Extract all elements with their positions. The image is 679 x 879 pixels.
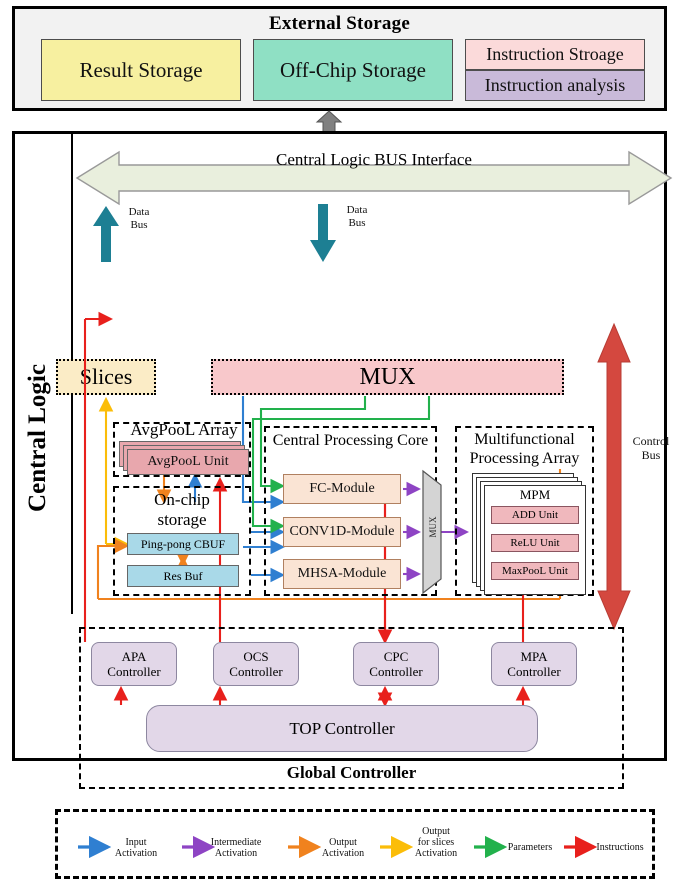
off-chip-storage-block[interactable]: Off-Chip Storage: [253, 39, 453, 101]
mpa-controller-role: Controller: [507, 664, 561, 679]
result-storage-block[interactable]: Result Storage: [41, 39, 241, 101]
maxpool-unit-block[interactable]: MaxPooL Unit: [491, 562, 579, 580]
external-storage-panel: External Storage Result Storage Off-Chip…: [12, 6, 667, 111]
mux-label: MUX: [359, 363, 416, 390]
external-to-central-link-icon: [315, 110, 343, 134]
add-unit-label: ADD Unit: [511, 509, 559, 521]
slices-label: Slices: [79, 364, 133, 389]
multifunctional-processing-array-group: Multifunctional Processing Array: [455, 426, 594, 596]
onchip-storage-title: On-chip storage: [115, 490, 249, 530]
maxpool-unit-label: MaxPooL Unit: [502, 565, 568, 577]
control-bus-label-group: Control Bus: [621, 434, 679, 462]
fc-module-label: FC-Module: [309, 481, 375, 496]
top-controller-label: TOP Controller: [289, 718, 395, 738]
diagram-root: External Storage Result Storage Off-Chip…: [12, 6, 673, 879]
data-bus-down-arrow-icon: [310, 204, 336, 262]
data-bus-right-label-1: Data: [346, 204, 368, 216]
avgpool-array-title: AvgPooL Array: [130, 420, 238, 439]
apa-controller-role: Controller: [107, 664, 161, 679]
instruction-storage-block[interactable]: Instruction Stroage: [465, 39, 645, 70]
onchip-storage-group: On-chip storage: [113, 486, 251, 596]
instruction-blocks-group: Instruction Stroage Instruction analysis: [465, 39, 645, 101]
central-logic-bus-interface[interactable]: [75, 150, 673, 206]
central-logic-panel: Central Logic Central Logic BUS Interfac…: [12, 131, 673, 879]
legend-intermediate-activation-line1: Intermediate: [210, 837, 262, 848]
legend-item-input-activation: Input Activation: [96, 837, 176, 859]
legend-input-activation-line1: Input: [125, 837, 147, 848]
legend-item-parameters: Parameters: [490, 842, 570, 853]
vertical-mux-label: MUX: [428, 516, 438, 538]
cpc-controller-role: Controller: [369, 664, 423, 679]
legend-item-output-activation: Output Activation: [303, 837, 383, 859]
relu-unit-block[interactable]: ReLU Unit: [491, 534, 579, 552]
fc-module-block[interactable]: FC-Module: [283, 474, 401, 504]
legend-parameters-line1: Parameters: [507, 842, 553, 853]
legend-item-instructions: Instructions: [580, 842, 660, 853]
legend-panel: Input Activation Intermediate Activation…: [55, 809, 655, 879]
legend-output-slices-line1: Output: [422, 826, 450, 837]
vertical-mux-block[interactable]: [422, 469, 442, 595]
bus-interface-label: Central Logic BUS Interface: [276, 150, 472, 169]
avgpool-array-group: AvgPooL Array: [113, 420, 251, 477]
apa-controller-block[interactable]: APA Controller: [91, 642, 177, 686]
apa-controller-name: APA: [121, 649, 147, 664]
data-bus-left-label-1: Data: [128, 206, 150, 218]
legend-output-activation-line1: Output: [329, 837, 357, 848]
res-buf-block[interactable]: Res Buf: [127, 565, 239, 587]
avgpool-unit-label: AvgPooL Unit: [147, 454, 229, 469]
conv1d-module-block[interactable]: CONV1D-Module: [283, 517, 401, 547]
mpm-label: MPM: [519, 487, 551, 502]
central-processing-core-title: Central Processing Core: [272, 432, 429, 449]
mpa-title-line2: Processing Array: [469, 450, 580, 467]
conv1d-module-label: CONV1D-Module: [289, 524, 395, 539]
mhsa-module-label: MHSA-Module: [297, 566, 387, 581]
mpa-controller-name: MPA: [520, 649, 548, 664]
instruction-analysis-block[interactable]: Instruction analysis: [465, 70, 645, 101]
ocs-controller-block[interactable]: OCS Controller: [213, 642, 299, 686]
legend-item-output-for-slices: Output for slices Activation: [396, 826, 476, 859]
legend-output-activation-line2: Activation: [321, 848, 365, 859]
mpa-title-line1: Multifunctional: [474, 431, 575, 448]
data-bus-left-label-2: Bus: [130, 219, 148, 231]
cpc-controller-block[interactable]: CPC Controller: [353, 642, 439, 686]
avgpool-unit[interactable]: AvgPooL Unit: [127, 449, 249, 475]
mux-block[interactable]: MUX: [211, 359, 564, 395]
ocs-controller-role: Controller: [229, 664, 283, 679]
legend-item-intermediate-activation: Intermediate Activation: [196, 837, 276, 859]
data-bus-up-arrow-icon: [93, 206, 119, 262]
relu-unit-label: ReLU Unit: [510, 537, 560, 549]
legend-input-activation-line2: Activation: [114, 848, 158, 859]
control-bus-arrow-icon: [597, 322, 631, 631]
global-controller-title: Global Controller: [286, 763, 417, 782]
slices-block[interactable]: Slices: [56, 359, 156, 395]
top-controller-block[interactable]: TOP Controller: [146, 705, 538, 752]
add-unit-block[interactable]: ADD Unit: [491, 506, 579, 524]
instruction-analysis-label: Instruction analysis: [484, 75, 626, 95]
control-bus-label-1: Control: [632, 434, 670, 448]
result-storage-label: Result Storage: [79, 57, 203, 82]
mpa-controller-block[interactable]: MPA Controller: [491, 642, 577, 686]
data-bus-right-label-2: Bus: [348, 217, 366, 229]
res-buf-label: Res Buf: [163, 568, 203, 583]
external-storage-title: External Storage: [269, 13, 410, 34]
ocs-controller-name: OCS: [243, 649, 269, 664]
legend-output-slices-line3: Activation: [414, 848, 458, 859]
ping-pong-cbuf-block[interactable]: Ping-pong CBUF: [127, 533, 239, 555]
legend-instructions-line1: Instructions: [596, 842, 644, 853]
mpa-title: Multifunctional Processing Array: [457, 430, 592, 468]
control-bus-label-2: Bus: [641, 448, 661, 462]
onchip-storage-title-line1: On-chip: [154, 490, 210, 509]
instruction-storage-label: Instruction Stroage: [486, 44, 624, 64]
cpc-controller-name: CPC: [383, 649, 409, 664]
legend-output-slices-line2: for slices: [417, 837, 455, 848]
mhsa-module-block[interactable]: MHSA-Module: [283, 559, 401, 589]
off-chip-storage-label: Off-Chip Storage: [279, 57, 426, 82]
onchip-storage-title-line2: storage: [157, 510, 207, 529]
ping-pong-cbuf-label: Ping-pong CBUF: [140, 536, 226, 551]
legend-intermediate-activation-line2: Activation: [214, 848, 258, 859]
